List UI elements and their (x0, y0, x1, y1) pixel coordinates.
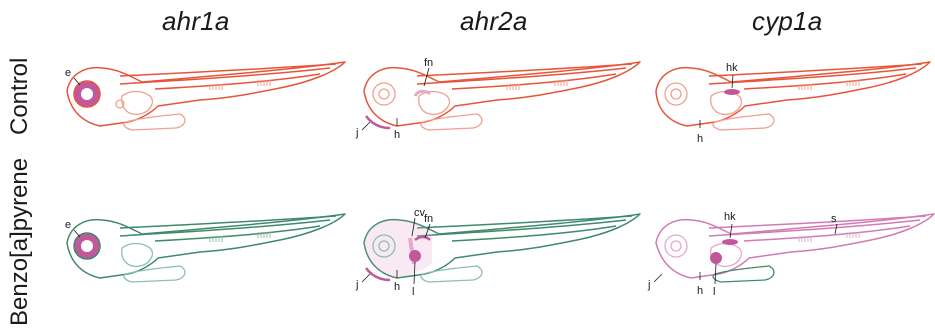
larva-control-cyp1a: hk h (644, 56, 934, 146)
head-kidney-stain (722, 239, 738, 245)
liver-stain (409, 250, 421, 262)
label-hk: hk (724, 211, 736, 223)
label-hk: hk (726, 62, 738, 74)
head-kidney-stain (724, 89, 740, 95)
larva-outline (67, 62, 345, 126)
eye-stained (74, 81, 100, 107)
label-h: h (697, 133, 703, 145)
label-l: l (412, 286, 414, 298)
liver-stain (710, 252, 722, 264)
label-e: e (65, 219, 71, 231)
label-h: h (394, 129, 400, 141)
label-fn: fn (424, 57, 433, 69)
label-j: j (647, 279, 650, 291)
eye-stained (74, 233, 100, 259)
label-j: j (355, 279, 358, 291)
label-s: s (831, 213, 837, 225)
larva-bap-cyp1a: hk s j h l (644, 208, 934, 298)
row-title-control: Control (6, 58, 34, 135)
label-j: j (355, 127, 358, 139)
larva-control-ahr1a: e (60, 56, 350, 146)
label-e: e (65, 67, 71, 79)
column-title-ahr1a: ahr1a (162, 6, 230, 37)
larva-bap-ahr2a: cv fn j h l (352, 208, 642, 298)
label-h: h (697, 285, 703, 297)
label-h: h (394, 281, 400, 293)
column-title-cyp1a: cyp1a (752, 6, 822, 37)
label-l: l (713, 286, 715, 298)
larva-bap-ahr1a: e (60, 208, 350, 298)
larva-control-ahr2a: fn j h (352, 56, 642, 146)
column-title-ahr2a: ahr2a (460, 6, 528, 37)
row-title-benzo-a-pyrene: Benzo[a]pyrene (6, 158, 34, 326)
label-fn: fn (424, 213, 433, 225)
